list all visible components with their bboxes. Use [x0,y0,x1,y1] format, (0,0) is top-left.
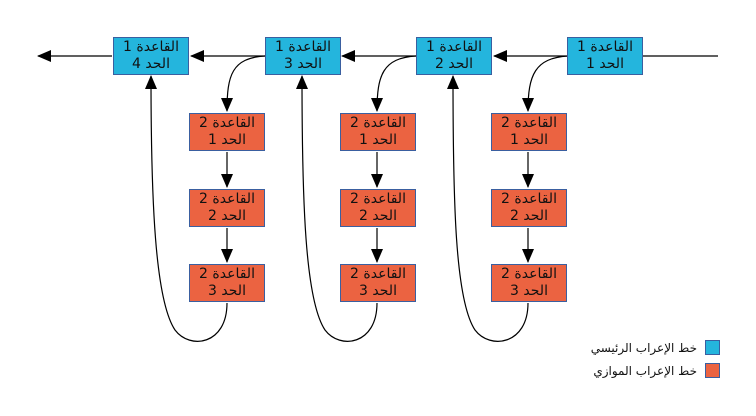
node-term: الحد 3 [510,283,548,299]
node-term: الحد 3 [208,283,246,299]
node-rule: القاعدة 2 [501,115,557,131]
node-rule: القاعدة 2 [199,115,255,131]
node-rule: القاعدة 1 [426,39,482,55]
edge-loop-col3 [447,75,529,342]
node-rule: القاعدة 2 [501,191,557,207]
node-term: الحد 4 [132,56,170,72]
node-rule: القاعدة 1 [123,39,179,55]
parallel-node: القاعدة 2 الحد 3 [340,264,416,302]
node-rule: القاعدة 2 [501,266,557,282]
node-rule: القاعدة 2 [199,191,255,207]
legend-swatch-parallel [705,363,720,378]
legend-main: خط الإعراب الرئيسي [591,340,720,355]
node-term: الحد 3 [284,56,322,72]
legend-swatch-main [705,340,720,355]
node-term: الحد 1 [586,56,624,72]
parallel-node: القاعدة 2 الحد 2 [340,189,416,227]
parallel-node: القاعدة 2 الحد 1 [189,113,265,151]
parallel-node: القاعدة 2 الحد 1 [340,113,416,151]
legend-label-main: خط الإعراب الرئيسي [590,340,697,355]
node-rule: القاعدة 2 [350,266,406,282]
node-term: الحد 1 [510,132,548,148]
edge-loop-col2 [296,75,378,342]
edge-branch-col2 [371,55,417,112]
parallel-node: القاعدة 2 الحد 1 [491,113,567,151]
node-rule: القاعدة 2 [350,191,406,207]
parallel-node: القاعدة 2 الحد 3 [189,264,265,302]
node-term: الحد 2 [435,56,473,72]
edge-branch-col1 [221,55,266,112]
legend-label-parallel: خط الإعراب الموازي [593,363,697,378]
node-term: الحد 2 [359,208,397,224]
node-term: الحد 1 [208,132,246,148]
parallel-node: القاعدة 2 الحد 3 [491,264,567,302]
node-term: الحد 1 [359,132,397,148]
main-node-2: القاعدة 1 الحد 2 [416,37,492,75]
node-rule: القاعدة 1 [275,39,331,55]
node-rule: القاعدة 1 [577,39,633,55]
edge-loop-col1 [145,75,228,342]
node-term: الحد 2 [510,208,548,224]
node-term: الحد 3 [359,283,397,299]
main-node-3: القاعدة 1 الحد 3 [265,37,341,75]
parallel-node: القاعدة 2 الحد 2 [189,189,265,227]
legend-parallel: خط الإعراب الموازي [593,363,720,378]
node-term: الحد 2 [208,208,246,224]
edge-branch-col3 [522,55,569,112]
parallel-node: القاعدة 2 الحد 2 [491,189,567,227]
main-node-4: القاعدة 1 الحد 4 [113,37,189,75]
node-rule: القاعدة 2 [199,266,255,282]
main-node-1: القاعدة 1 الحد 1 [567,37,643,75]
node-rule: القاعدة 2 [350,115,406,131]
